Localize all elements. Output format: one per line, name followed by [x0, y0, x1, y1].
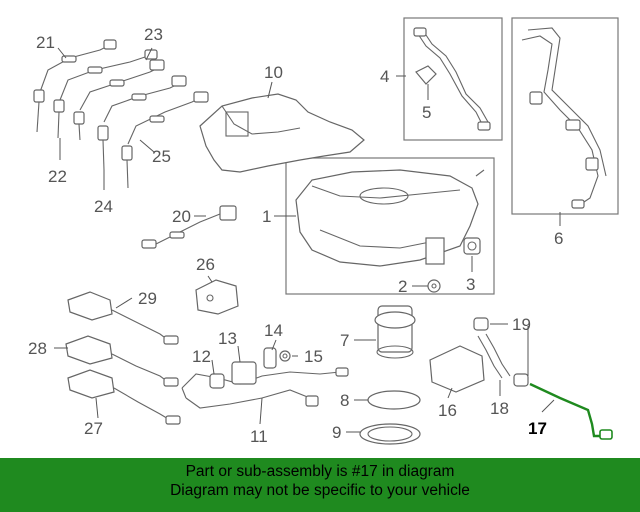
callout-6: 6: [554, 229, 563, 248]
hose-18: [477, 333, 511, 379]
callout-1: 1: [262, 207, 271, 226]
banner-line-1: Part or sub-assembly is #17 in diagram: [185, 463, 455, 480]
group-box-1-3: [285, 157, 495, 295]
callout-4: 4: [380, 67, 389, 86]
fuel-pump-7: [374, 305, 416, 359]
ring-9: [359, 423, 421, 445]
callout-8: 8: [340, 391, 349, 410]
clip-12: [209, 373, 225, 389]
callout-12: 12: [192, 347, 211, 366]
callout-5: 5: [422, 103, 431, 122]
bolt-2: [427, 279, 441, 293]
callout-13: 13: [218, 329, 237, 348]
sensor-23: [73, 59, 165, 141]
bracket-26: [195, 279, 239, 315]
cap-3: [463, 237, 481, 255]
callout-26: 26: [196, 255, 215, 274]
sensor-22: [53, 49, 158, 139]
callout-24: 24: [94, 197, 113, 216]
callout-11: 11: [250, 427, 268, 446]
parts-diagram: 1 2 3 4 5 6 7 8 9 10 11 12 13 14 15 16 1…: [28, 17, 619, 446]
group-box-6: [511, 17, 619, 215]
damper-13: [231, 361, 257, 385]
callout-18: 18: [490, 399, 509, 418]
callout-10: 10: [264, 63, 283, 82]
callout-9: 9: [332, 423, 341, 442]
callout-28: 28: [28, 339, 47, 358]
sensor-28: [65, 335, 179, 387]
sensor-29: [67, 291, 179, 345]
sensor-21: [33, 39, 117, 133]
callout-2: 2: [398, 277, 407, 296]
callout-20: 20: [172, 207, 191, 226]
control-module-16: [429, 345, 485, 393]
clip-14: [263, 347, 277, 369]
callout-17: 17: [528, 419, 547, 438]
clip-5: [415, 65, 437, 85]
callout-25: 25: [152, 147, 171, 166]
line-17: [529, 382, 613, 440]
seal-8: [367, 390, 421, 410]
sensor-24: [97, 75, 187, 171]
info-banner: Part or sub-assembly is #17 in diagram D…: [0, 458, 640, 512]
heat-shield-10: [199, 93, 365, 173]
callout-23: 23: [144, 25, 163, 44]
callout-21: 21: [36, 33, 55, 52]
sensor-27: [67, 369, 181, 425]
fuel-tank-1: [295, 169, 485, 267]
callout-7: 7: [340, 331, 349, 350]
callout-27: 27: [84, 419, 103, 438]
clamp-19: [473, 317, 529, 387]
callout-15: 15: [304, 347, 323, 366]
callout-14: 14: [264, 321, 283, 340]
washer-15: [279, 350, 291, 362]
group-box-4-5: [403, 17, 503, 141]
callout-19: 19: [512, 315, 531, 334]
callout-29: 29: [138, 289, 157, 308]
leader-lines: [54, 47, 561, 433]
sensor-20: [141, 205, 237, 249]
sensor-25: [121, 91, 209, 189]
fuel-line-6: [521, 27, 607, 209]
callout-3: 3: [466, 275, 475, 294]
fuel-line-4: [413, 27, 491, 131]
callout-16: 16: [438, 401, 457, 420]
banner-line-2: Diagram may not be specific to your vehi…: [170, 482, 470, 499]
line-11: [181, 367, 349, 409]
callout-22: 22: [48, 167, 67, 186]
